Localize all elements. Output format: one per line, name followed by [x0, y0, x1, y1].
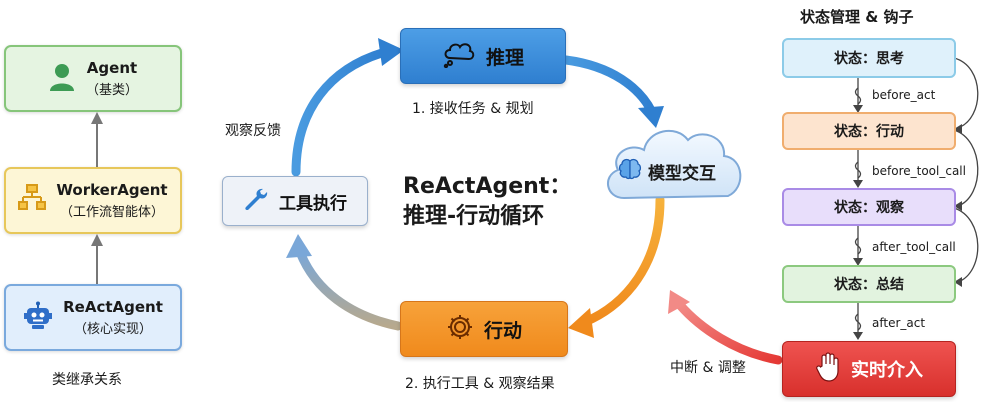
brain-icon — [618, 158, 642, 185]
inheritance-arrow — [91, 234, 103, 284]
hook-label: after_act — [872, 316, 926, 330]
tool-label: 工具执行 — [279, 193, 347, 214]
class-box-reactagent: ReActAgent （核心实现） — [4, 284, 182, 351]
wrench-icon — [243, 186, 269, 217]
feedback-label: 观察反馈 — [225, 123, 281, 139]
hook-label: after_tool_call — [872, 240, 956, 254]
intervention-label: 实时介入 — [851, 360, 923, 381]
state-think: 状态：思考 — [782, 38, 956, 78]
hook-label: before_act — [872, 88, 936, 102]
class-subtitle: （基类） — [85, 83, 138, 98]
inheritance-caption: 类继承关系 — [52, 372, 122, 388]
user-icon — [48, 62, 76, 96]
class-name: WorkerAgent — [56, 181, 168, 199]
cycle-arrow-feedback — [291, 38, 404, 177]
class-name: ReActAgent — [63, 298, 163, 316]
class-box-workeragent: WorkerAgent （工作流智能体） — [4, 167, 182, 234]
state-act: 状态：行动 — [782, 112, 956, 150]
cycle-title-line1: ReActAgent： — [403, 174, 572, 199]
hand-icon — [815, 351, 841, 387]
cycle-title: ReActAgent： 推理-行动循环 — [403, 172, 571, 232]
intervention-note: 中断 & 调整 — [670, 360, 746, 376]
model-label: 模型交互 — [648, 164, 716, 184]
flowchart-icon — [18, 183, 47, 218]
gear-icon — [446, 313, 474, 346]
action-box: 行动 — [400, 301, 568, 357]
model-cloud: 模型交互 — [600, 118, 748, 202]
state-panel-title: 状态管理 & 钩子 — [800, 8, 914, 26]
reasoning-label: 推理 — [485, 46, 524, 69]
intervention-button[interactable]: 实时介入 — [782, 341, 956, 397]
reasoning-step: 1. 接收任务 & 规划 — [412, 101, 534, 117]
cycle-arrow-reason-to-model — [561, 55, 664, 128]
action-label: 行动 — [483, 319, 522, 342]
class-subtitle: （核心实现） — [73, 322, 152, 337]
tool-execution-box: 工具执行 — [222, 176, 368, 226]
thought-bubble-icon — [442, 40, 476, 73]
cloud-shape — [607, 130, 742, 200]
hook-label: before_tool_call — [872, 164, 966, 178]
action-step: 2. 执行工具 & 观察结果 — [405, 376, 555, 392]
reasoning-box: 推理 — [400, 28, 566, 84]
intervention-arrow — [668, 290, 783, 365]
cycle-arrow-model-to-action — [568, 195, 665, 338]
state-summary: 状态：总结 — [782, 265, 956, 303]
cycle-arrow-action-to-tool — [286, 234, 403, 331]
class-name: Agent — [86, 59, 138, 77]
inheritance-arrow — [91, 112, 103, 167]
state-observe: 状态：观察 — [782, 188, 956, 226]
class-box-agent: Agent （基类） — [4, 45, 182, 112]
state-connector-heads — [853, 105, 962, 340]
cycle-title-line2: 推理-行动循环 — [403, 204, 545, 229]
state-connectors — [854, 57, 979, 336]
robot-icon — [23, 301, 53, 335]
class-subtitle: （工作流智能体） — [59, 205, 164, 220]
